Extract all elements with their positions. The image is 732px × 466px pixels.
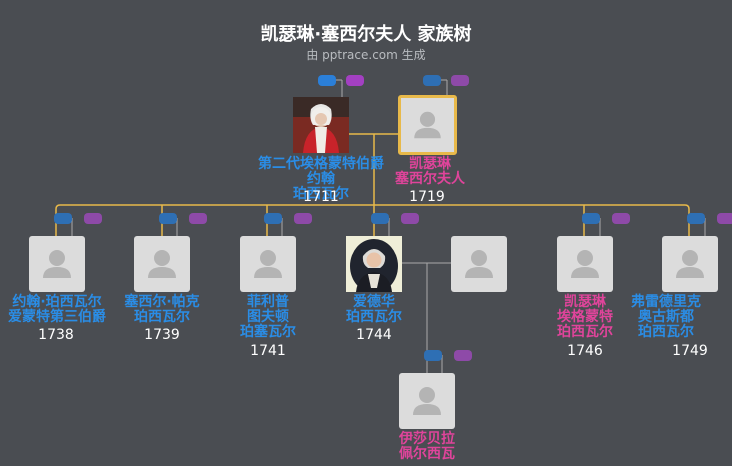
person-card-c3[interactable]: [240, 236, 296, 292]
page-subtitle: 由 pptrace.com 生成: [306, 48, 426, 62]
person-name-c6: 弗雷德里克奥古斯都珀西瓦尔: [631, 294, 701, 340]
family-link-pill-female[interactable]: [189, 213, 207, 224]
person-card-c5[interactable]: [557, 236, 613, 292]
person-year-c4: 1744: [356, 327, 392, 343]
family-link-pill-male[interactable]: [371, 213, 389, 224]
family-link-pill-male[interactable]: [687, 213, 705, 224]
person-card-g1[interactable]: [399, 373, 455, 429]
person-year-p1: 1711: [303, 189, 339, 205]
family-link-pill-female[interactable]: [717, 213, 732, 224]
family-link-pill-male[interactable]: [582, 213, 600, 224]
family-link-pill-female[interactable]: [294, 213, 312, 224]
family-link-pill-male[interactable]: [159, 213, 177, 224]
person-name-c4: 爱德华珀西瓦尔: [346, 294, 402, 325]
person-year-c3: 1741: [250, 343, 286, 359]
person-card-c4-spouse[interactable]: [451, 236, 507, 292]
person-card-p2[interactable]: [398, 95, 457, 155]
person-name-c3: 菲利普图夫顿珀塞瓦尔: [240, 294, 296, 340]
person-name-c2: 塞西尔·帕克珀西瓦尔: [124, 294, 200, 325]
person-placeholder-icon: [148, 250, 176, 278]
family-link-pill-female[interactable]: [346, 75, 364, 86]
page-title: 凯瑟琳·塞西尔夫人 家族树: [260, 24, 472, 45]
person-placeholder-icon: [43, 250, 71, 278]
person-name-p1: 第二代埃格蒙特伯爵约翰珀西瓦尔: [258, 156, 384, 202]
person-year-c5: 1746: [567, 343, 603, 359]
person-card-c4[interactable]: [346, 236, 402, 292]
person-placeholder-icon: [571, 250, 599, 278]
portrait-photo: [293, 97, 349, 153]
family-link-pill-female[interactable]: [84, 213, 102, 224]
family-link-pill-male[interactable]: [54, 213, 72, 224]
family-link-pill-female[interactable]: [612, 213, 630, 224]
person-placeholder-icon: [413, 387, 441, 415]
family-link-pill-male[interactable]: [423, 75, 441, 86]
person-placeholder-icon: [676, 250, 704, 278]
family-link-pill-female[interactable]: [451, 75, 469, 86]
person-name-c1: 约翰·珀西瓦尔爱蒙特第三伯爵: [8, 294, 106, 325]
person-year-c1: 1738: [38, 327, 74, 343]
person-year-c6: 1749: [672, 343, 708, 359]
family-link-pill-female[interactable]: [454, 350, 472, 361]
person-card-c1[interactable]: [29, 236, 85, 292]
person-placeholder-icon: [254, 250, 282, 278]
family-link-pill-male[interactable]: [424, 350, 442, 361]
person-placeholder-icon: [414, 111, 441, 139]
family-link-pill-male[interactable]: [264, 213, 282, 224]
person-placeholder-icon: [465, 250, 493, 278]
children-rail: [55, 204, 690, 236]
person-year-c2: 1739: [144, 327, 180, 343]
person-name-p2: 凯瑟琳塞西尔夫人: [395, 156, 465, 187]
family-link-pill-female[interactable]: [401, 213, 419, 224]
portrait-photo: [346, 236, 402, 292]
person-name-c5: 凯瑟琳埃格蒙特珀西瓦尔: [557, 294, 613, 340]
person-card-c6[interactable]: [662, 236, 718, 292]
person-year-p2: 1719: [409, 189, 445, 205]
person-card-p1[interactable]: [293, 97, 349, 153]
family-link-pill-male[interactable]: [318, 75, 336, 86]
person-card-c2[interactable]: [134, 236, 190, 292]
person-name-g1: 伊莎贝拉佩尔西瓦: [399, 431, 455, 462]
